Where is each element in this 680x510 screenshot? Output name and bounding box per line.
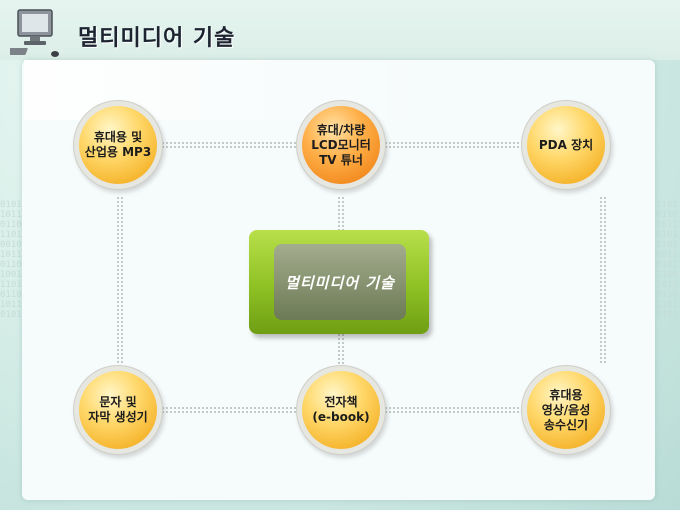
page-title: 멀티미디어 기술 — [78, 26, 236, 51]
node-caption-generator: 문자 및 자막 생성기 — [79, 371, 157, 449]
center-box-inner: 멀티미디어 기술 — [274, 244, 406, 320]
node-portable-mp3: 휴대용 및 산업용 MP3 — [79, 106, 157, 184]
binary-pattern-left: 0101 1011 0110 1101 0010 1011 0110 1001 … — [0, 200, 22, 320]
node-label: 휴대용 영상/음성 송수신기 — [541, 387, 591, 432]
node-pda: PDA 장치 — [527, 106, 605, 184]
center-label: 멀티미디어 기술 — [285, 273, 395, 292]
node-label: 전자책 (e-book) — [312, 395, 370, 424]
title-bar — [0, 0, 680, 60]
node-label: 문자 및 자막 생성기 — [88, 395, 148, 424]
node-ebook: 전자책 (e-book) — [302, 371, 380, 449]
node-label: 휴대용 및 산업용 MP3 — [84, 130, 152, 159]
node-lcd-tv-tuner: 휴대/차량 LCD모니터 TV 튜너 — [302, 106, 380, 184]
node-label: PDA 장치 — [538, 137, 594, 152]
computer-icon — [10, 9, 59, 57]
binary-pattern-right: 1101 0110 1011 0101 1101 0011 0101 1100 … — [656, 200, 678, 320]
panel-highlight — [24, 60, 444, 120]
node-av-transceiver: 휴대용 영상/음성 송수신기 — [527, 371, 605, 449]
node-label: 휴대/차량 LCD모니터 TV 튜너 — [311, 122, 371, 167]
